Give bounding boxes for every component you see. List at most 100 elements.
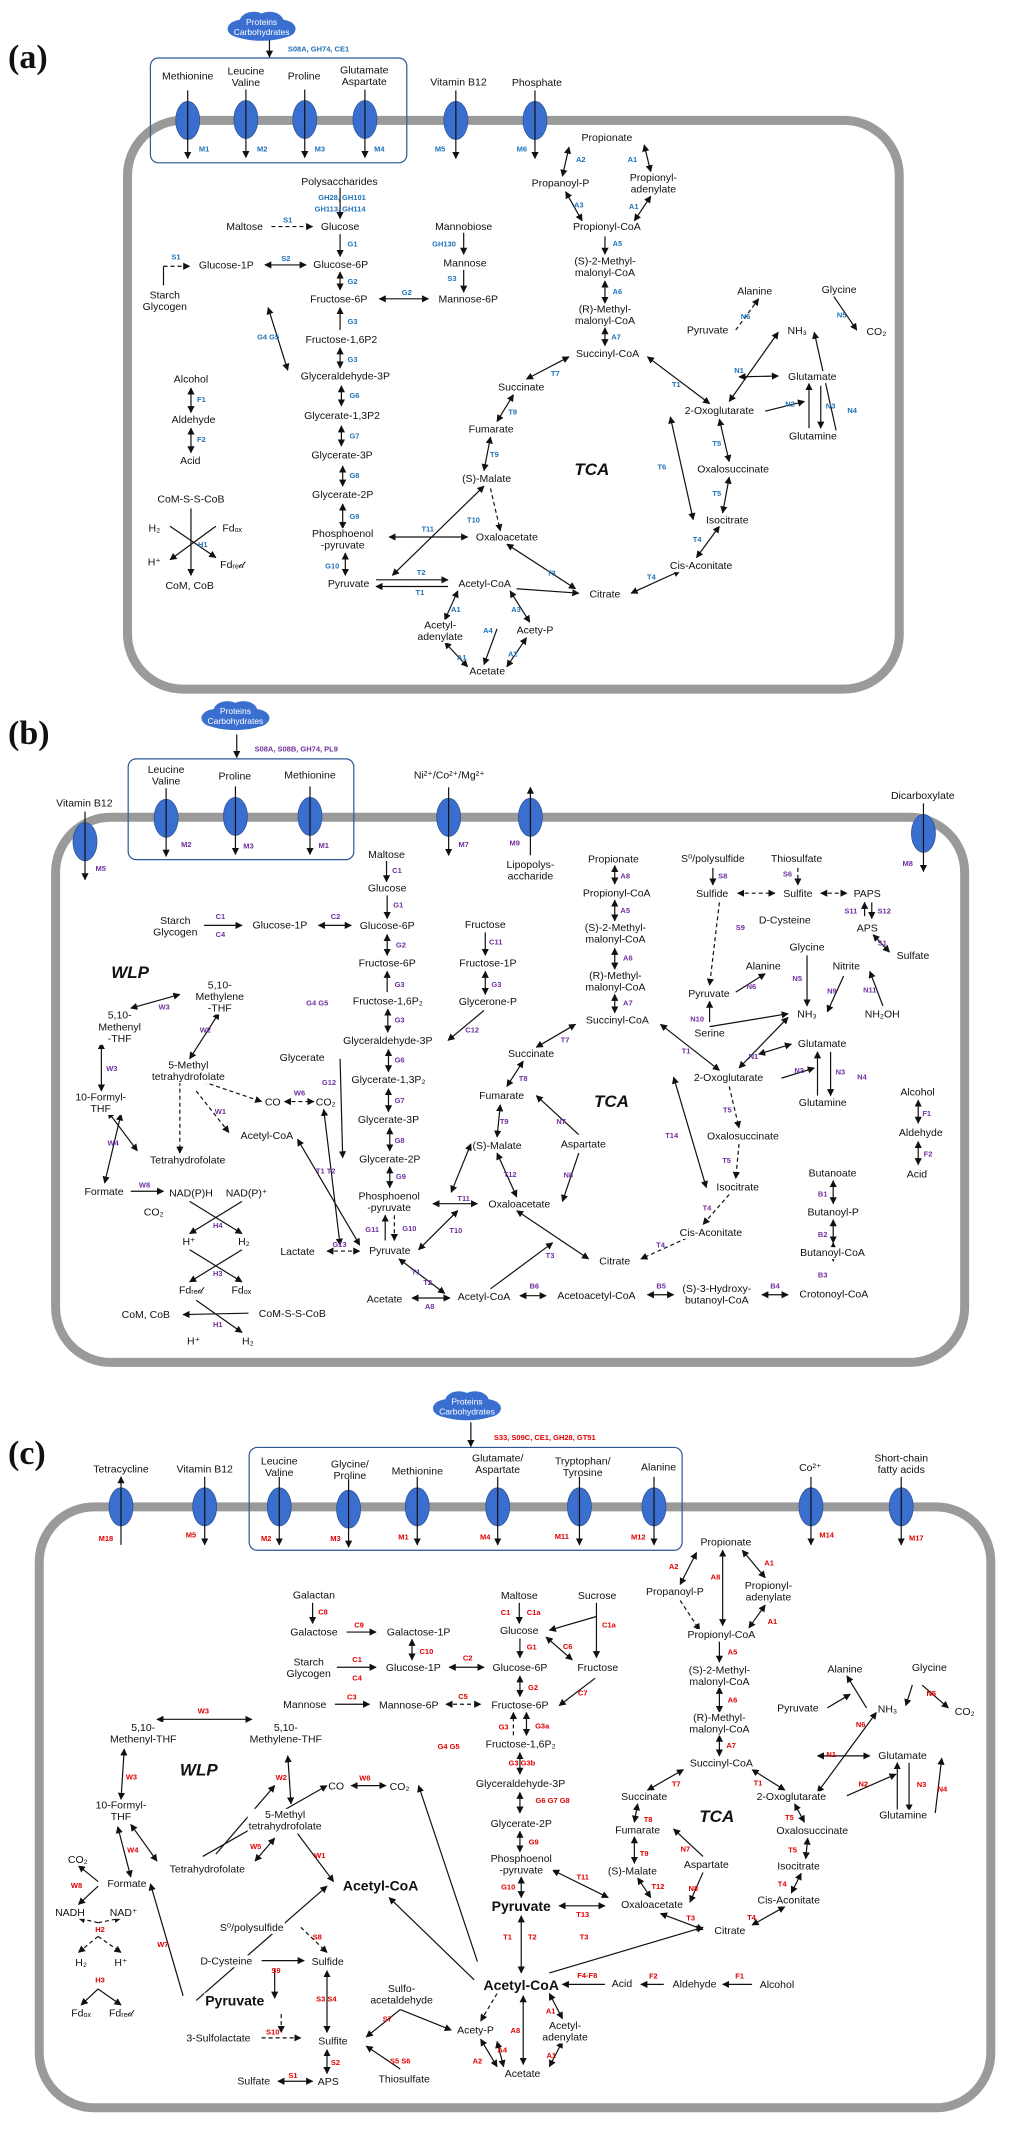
metabolite: Pyruvate: [777, 1703, 819, 1715]
enzyme-label: T8: [644, 1815, 653, 1824]
enzyme-label: T12: [651, 1882, 664, 1891]
metabolite: Sulfide: [696, 888, 728, 900]
metabolite: 3-Sulfolactate: [186, 2033, 250, 2045]
reaction-arrow: [790, 1872, 802, 1894]
transporter-id: M17: [909, 1533, 924, 1542]
enzyme-label: W6: [359, 1773, 370, 1782]
metabolite: Aspartate: [561, 1139, 606, 1151]
metabolite: (S)-2-Methyl-malonyl-CoA: [574, 256, 636, 280]
enzyme-label: A5: [728, 1648, 738, 1657]
enzyme-label: S7: [383, 2015, 392, 2024]
metabolite: Oxalosuccinate: [707, 1130, 779, 1142]
metabolite: Fructose-1,6P₂: [486, 1739, 556, 1751]
enzyme-label: N8: [564, 1171, 574, 1180]
metabolite: Mannose-6P: [438, 293, 498, 305]
metabolite: Galactan: [293, 1590, 335, 1602]
enzyme-label: N3: [917, 1780, 927, 1789]
reaction-arrow: [934, 1757, 945, 1814]
transporter-substrate: Co²⁺: [799, 1462, 822, 1474]
metabolite: CO: [328, 1780, 344, 1792]
metabolite: Succinyl-CoA: [586, 1014, 649, 1026]
metabolite: CoM-S-S-CoB: [259, 1308, 326, 1320]
metabolite: Acetate: [367, 1294, 403, 1306]
enzyme-label: G7: [395, 1096, 405, 1105]
enzyme-label: G4 G5: [257, 333, 279, 342]
enzyme-label: T5: [785, 1813, 794, 1822]
transporter-substrate: Tryptophan/Tyrosine: [555, 1456, 611, 1480]
reaction-arrow: [481, 436, 493, 472]
enzyme-label: N2: [785, 400, 795, 409]
enzyme-label: A5: [613, 239, 623, 248]
reaction-arrow: [728, 1086, 742, 1129]
metabolite: (S)-Malate: [473, 1140, 522, 1152]
enzyme-label: S1: [878, 938, 887, 947]
enzyme-label: N8: [688, 1884, 698, 1893]
enzyme-label: T4: [703, 1203, 713, 1212]
metabolite: Acety-P: [457, 2024, 494, 2036]
enzyme-label: C10: [420, 1647, 434, 1656]
metabolite: Glyceraldehyde-3P: [343, 1035, 432, 1047]
enzyme-label: C7: [578, 1688, 588, 1697]
reaction-arrow: [565, 191, 583, 222]
enzyme-label: A2: [473, 2056, 483, 2065]
enzyme-label: G3: [395, 980, 405, 989]
enzyme-label: T5: [788, 1846, 797, 1855]
metabolite: Glycerate-1,3P2: [304, 410, 380, 422]
cell-membrane: [34, 1502, 996, 2113]
metabolite: Acetoacetyl-CoA: [557, 1290, 635, 1302]
metabolite: Acetate: [469, 665, 505, 677]
reaction-arrow: [846, 1675, 868, 1709]
enzyme-label: W3: [198, 1707, 209, 1716]
enzyme-label: T1 T2: [316, 1167, 336, 1176]
metabolite: Succinyl-CoA: [690, 1757, 753, 1769]
reaction-arrow: [826, 975, 845, 1013]
metabolite: Glyceraldehyde-3P: [476, 1778, 565, 1790]
metabolite: Fructose-1,6P2: [305, 334, 377, 346]
enzyme-label: W2: [276, 1773, 287, 1782]
enzyme-label: G10: [402, 1224, 416, 1233]
reaction-arrow: [169, 525, 217, 561]
enzyme-label: B2: [818, 1230, 828, 1239]
reaction-arrow: [735, 973, 766, 993]
metabolite: Glycerone-P: [459, 996, 517, 1008]
enzyme-label: A3: [511, 605, 521, 614]
metabolite: Acetate: [505, 2068, 541, 2080]
reaction-arrow: [444, 590, 459, 621]
metabolite: Pyruvate: [688, 988, 730, 1000]
metabolite: Aldehyde: [899, 1127, 943, 1139]
transporter-substrate: Glycine/Proline: [331, 1458, 369, 1482]
enzyme-label: GH130: [432, 240, 456, 249]
metabolite: Citrate: [589, 588, 620, 600]
reaction-arrow: [189, 1249, 243, 1283]
metabolite: Glutamate: [878, 1750, 927, 1762]
enzyme-label: T7: [561, 1035, 570, 1044]
reaction-arrow: [447, 1010, 485, 1041]
metabolite: Alcohol: [760, 1979, 794, 1991]
enzyme-label: T1: [682, 1047, 691, 1056]
transporter-substrate: Methionine: [392, 1465, 444, 1477]
metabolite: Acety-P: [517, 624, 554, 636]
enzyme-label: N5: [926, 1689, 936, 1698]
reaction-arrow: [561, 1152, 580, 1203]
enzyme-label: T9: [640, 1849, 649, 1858]
metabolite: Mannose: [283, 1699, 326, 1711]
enzyme-label: T4: [647, 573, 657, 582]
enzyme-label: T3: [686, 1914, 695, 1923]
metabolite: APS: [857, 922, 878, 934]
enzyme-label: A1: [457, 653, 467, 662]
metabolite: Polysaccharides: [301, 176, 377, 188]
metabolite: Butanoyl-P: [808, 1207, 859, 1219]
enzyme-label: C2: [331, 912, 341, 921]
reaction-arrow: [549, 1925, 704, 1974]
metabolite: H₂: [149, 523, 161, 535]
transporter-id: M3: [330, 1534, 340, 1543]
reaction-arrow: [757, 1042, 793, 1056]
